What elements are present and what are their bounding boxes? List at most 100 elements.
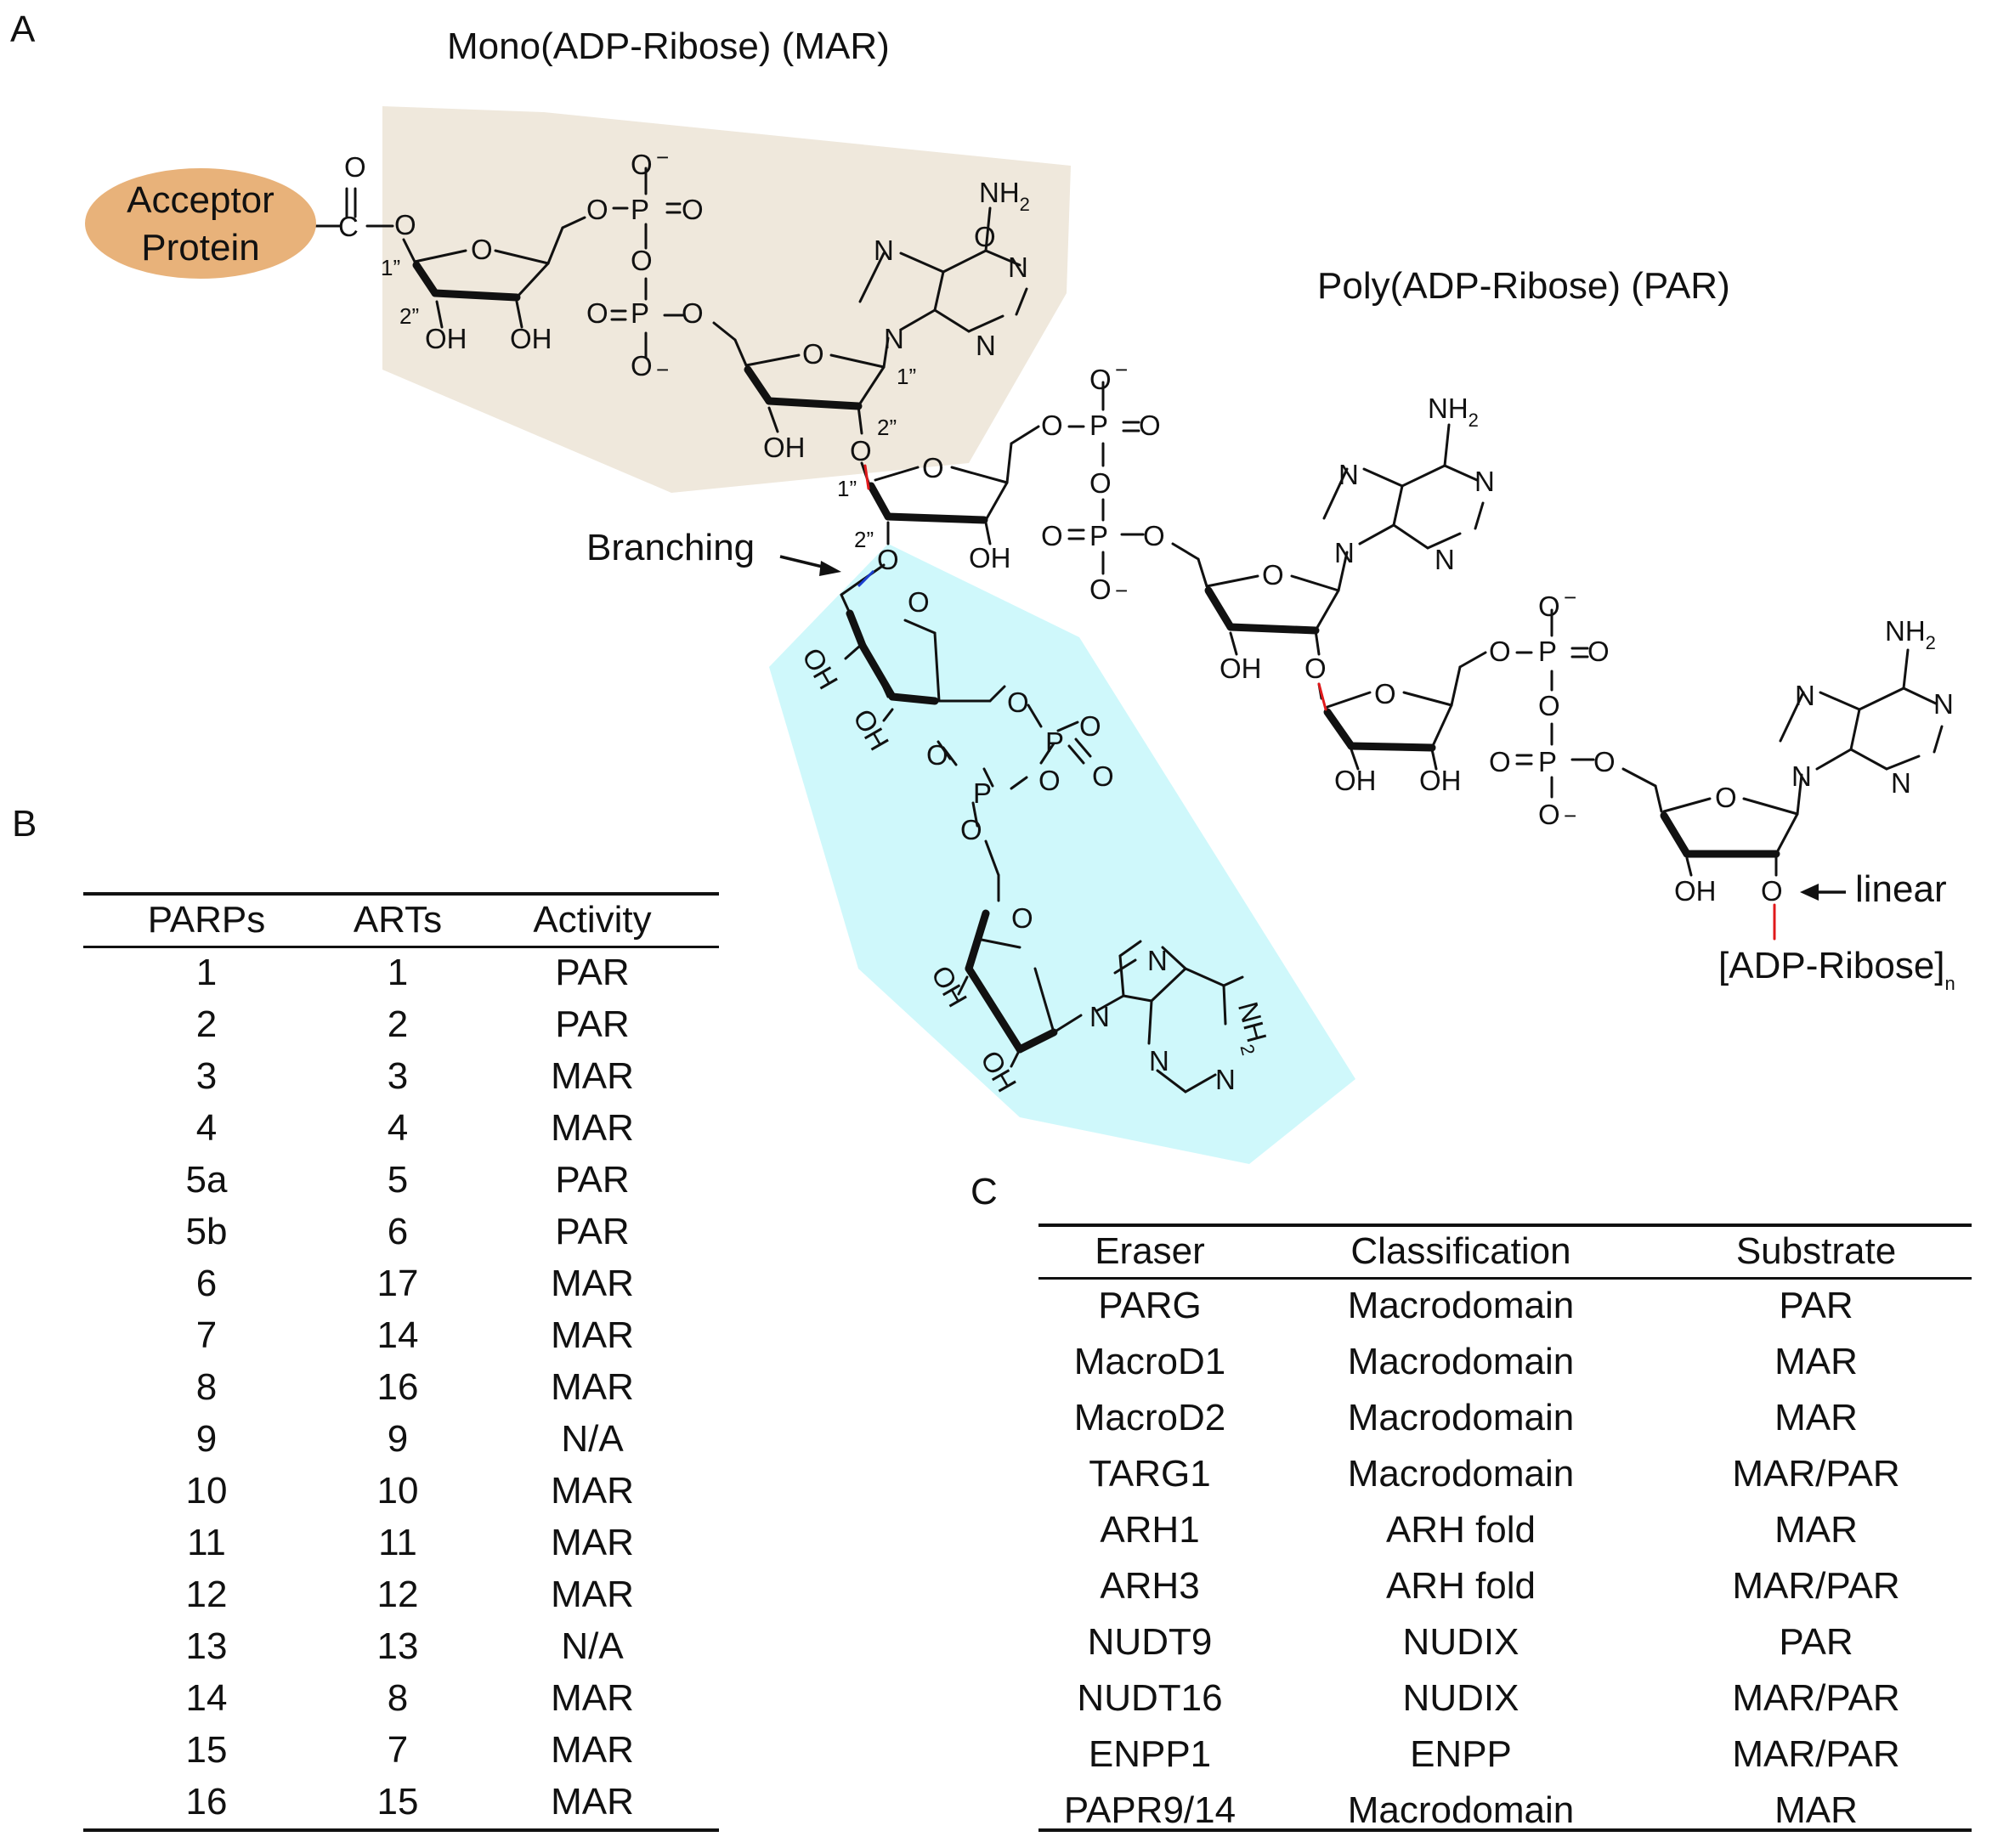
table-b-cell: 1 [387,951,409,993]
atom-label: O [631,245,653,276]
table-b-cell: 3 [387,1054,409,1097]
table-b-header-parps: PARPs [147,899,266,941]
atom-label: 2” [854,527,874,552]
bold-bond [1226,623,1320,635]
table-c-cell: MAR/PAR [1732,1733,1900,1775]
atom-label: N [1795,680,1815,711]
bond [1933,725,1944,754]
bond [1122,994,1153,1003]
bond [988,685,1006,703]
table-b-cell: 8 [387,1676,409,1719]
atom-label: O [1262,559,1284,591]
amino-text: NH [979,177,1020,208]
atom-label: P [1045,726,1065,758]
bond [1858,687,1905,711]
acceptor-protein-line1: Acceptor [127,179,274,221]
table-c-cell: NUDIX [1402,1621,1519,1663]
atom-label: O [1538,591,1560,622]
atom-label: O [631,350,653,381]
atom-label: N [1791,760,1812,792]
bond [1118,954,1125,997]
atom-label: N [1334,537,1355,568]
bond [1796,773,1803,816]
atom-label: O [1489,636,1511,667]
bond [903,619,937,635]
bond [1033,967,1055,1034]
atom-label: N [1215,1064,1236,1095]
table-b-cell: MAR [551,1469,634,1512]
bond [1205,574,1259,588]
atom-label: 1” [897,364,917,389]
table-b-cell: 6 [387,1210,409,1252]
atom-label: O [471,234,493,265]
acceptor-protein-label: Acceptor Protein [85,177,316,272]
table-b-cell: N/A [561,1417,624,1460]
table-c-top-rule [1038,1224,1972,1227]
table-b-cell: 11 [378,1521,417,1563]
table-b-header-arts: ARTs [353,899,443,941]
atom-label: OH [510,323,552,354]
table-b-cell: 7 [195,1314,218,1356]
table-c-cell: NUDT9 [1087,1621,1213,1663]
atom-label: O [1079,710,1101,742]
table-c-cell: MacroD2 [1073,1397,1226,1438]
table-b-cell: PAR [555,1003,630,1045]
bond [561,216,586,229]
bold-bond [888,692,939,705]
table-c-bottom-rule [1038,1828,1972,1832]
bond [1849,748,1888,771]
atom-label: O [1304,653,1327,684]
atom-label: O [1761,875,1783,907]
table-b-cell: 5b [185,1210,228,1252]
table-c-cell: MAR/PAR [1732,1565,1900,1607]
atom-label: O [631,149,653,180]
atom-label: − [656,144,670,170]
table-b-cell: 10 [185,1469,228,1512]
table-c-cell: Macrodomain [1347,1341,1575,1382]
bond [1392,484,1404,527]
table-b-cell: PAR [555,1210,630,1252]
table-b-cell: PAR [555,1158,630,1201]
bond [1885,754,1921,771]
acceptor-protein-ellipse [85,168,316,279]
bond [1222,975,1244,987]
amino-text: NH [1885,615,1926,647]
table-b-cell: 4 [195,1106,218,1149]
atom-label: O [1489,746,1511,777]
table-b-cell: 11 [187,1521,226,1563]
atom-label: N [1891,767,1911,799]
table-b-cell: MAR [551,1728,634,1771]
bond [1147,999,1153,1045]
bond [1337,551,1349,592]
bond [546,226,564,265]
atom-label: 2” [399,303,420,329]
table-b-header-activity: Activity [533,899,652,941]
bond [1362,467,1404,488]
table-c-cell: MAR [1774,1341,1858,1382]
atom-label: O [1089,364,1112,395]
table-c-cell: MAR [1774,1789,1858,1831]
bond [984,839,1000,877]
table-c-header-substrate: Substrate [1735,1230,1897,1272]
atom-label: N [1147,945,1168,976]
bond [971,801,979,828]
atom-label: O [1374,678,1396,709]
bond [858,251,886,303]
bond [857,365,886,408]
bond [1450,665,1462,707]
table-b-cell: 9 [387,1417,409,1460]
bold-bond [744,365,773,405]
atom-label: O [1011,902,1033,934]
bond [984,481,1009,522]
atom-label: O [682,297,704,329]
branching-arrow-head [819,561,841,576]
atom-label: − [1115,578,1129,603]
bond [1156,1069,1187,1094]
